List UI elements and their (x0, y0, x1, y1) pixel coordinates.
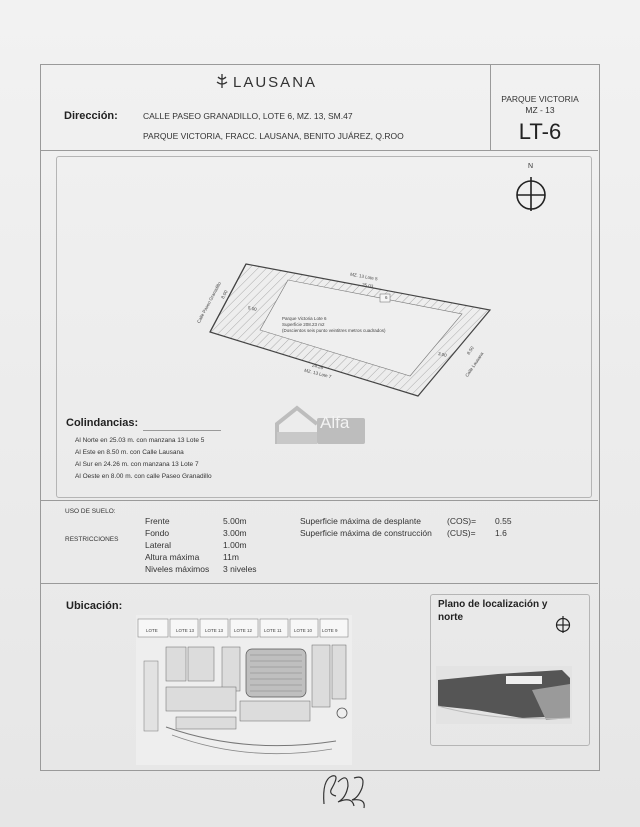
cus-label: Superficie máxima de construcción (300, 528, 432, 538)
document-frame (40, 64, 600, 771)
colindancia-norte: Al Norte en 25.03 m. con manzana 13 Lote… (75, 437, 205, 444)
ubicacion-title: Ubicación: (66, 600, 123, 612)
restricciones-divider (40, 500, 598, 501)
map-label-6: LOTE 10 (294, 628, 313, 633)
location-map (136, 615, 352, 765)
alfa-watermark-icon (275, 405, 365, 444)
frente-label: Frente (145, 516, 170, 526)
north-label: N (528, 163, 534, 170)
lot-area: Superficie 208.23 m2 (282, 322, 325, 327)
colindancias-underline (143, 430, 221, 431)
lot-title: Parque Victoria Lote 6 (282, 316, 327, 321)
frente-value: 5.00m (223, 516, 247, 526)
cos-key: (COS)= (447, 516, 477, 526)
localization-map (436, 666, 572, 724)
fondo-value: 3.00m (223, 528, 247, 538)
map-label-2: LOTE 13 (176, 628, 195, 633)
map-label-7: LOTE 9 (322, 628, 338, 633)
map-label-5: LOTE 11 (264, 628, 282, 633)
header-divider (40, 150, 598, 151)
ubicacion-divider (40, 583, 598, 584)
plano-panel (430, 594, 590, 746)
direccion-label: Dirección: (64, 110, 118, 122)
lausana-logo-icon (216, 74, 228, 88)
north-arrow-icon (516, 177, 546, 211)
cus-value: 1.6 (495, 528, 507, 538)
brand-name: LAUSANA (233, 74, 318, 91)
altura-label: Altura máxima (145, 552, 200, 562)
map-label-3: LOTE 13 (205, 628, 224, 633)
cos-value: 0.55 (495, 516, 512, 526)
manzana-label: MZ - 13 (525, 105, 555, 115)
fondo-label: Fondo (145, 528, 170, 538)
map-label-4: LOTE 12 (234, 628, 253, 633)
address-line-1: CALLE PASEO GRANADILLO, LOTE 6, MZ. 13, … (143, 111, 353, 121)
lot-number: LT-6 (518, 119, 562, 144)
lot-area-words: (Doscientos seis punto veintitres metros… (282, 328, 386, 333)
address-line-2: PARQUE VICTORIA, FRACC. LAUSANA, BENITO … (143, 131, 404, 141)
park-name: PARQUE VICTORIA (501, 94, 579, 104)
lateral-value: 1.00m (223, 540, 247, 550)
plan-panel (56, 156, 592, 498)
map-label-1: LOTE (146, 628, 158, 633)
plano-title-line2: norte (438, 612, 463, 623)
uso-suelo-label: USO DE SUELO: (65, 508, 116, 515)
plano-title-line1: Plano de localización y (438, 599, 548, 610)
lateral-label: Lateral (145, 540, 171, 550)
watermark-text: Alfa (320, 413, 350, 432)
restricciones-label: RESTRICCIONES (65, 536, 119, 543)
colindancias-title: Colindancias: (66, 417, 139, 429)
colindancia-sur: Al Sur en 24.26 m. con manzana 13 Lote 7 (75, 461, 199, 468)
small-north-icon (555, 616, 571, 633)
niveles-label: Niveles máximos (145, 564, 210, 574)
cus-key: (CUS)= (447, 528, 476, 538)
header-vertical-divider (490, 64, 491, 150)
handwritten-signature (323, 775, 365, 809)
altura-value: 11m (223, 552, 239, 562)
colindancia-oeste: Al Oeste en 8.00 m. con calle Paseo Gran… (75, 473, 212, 480)
cos-label: Superficie máxima de desplante (300, 516, 421, 526)
colindancia-este: Al Este en 8.50 m. con Calle Lausana (75, 449, 184, 456)
niveles-value: 3 niveles (223, 564, 257, 574)
top-setback-dimension: 6 (385, 295, 388, 300)
lot-plan-drawing (209, 263, 492, 397)
